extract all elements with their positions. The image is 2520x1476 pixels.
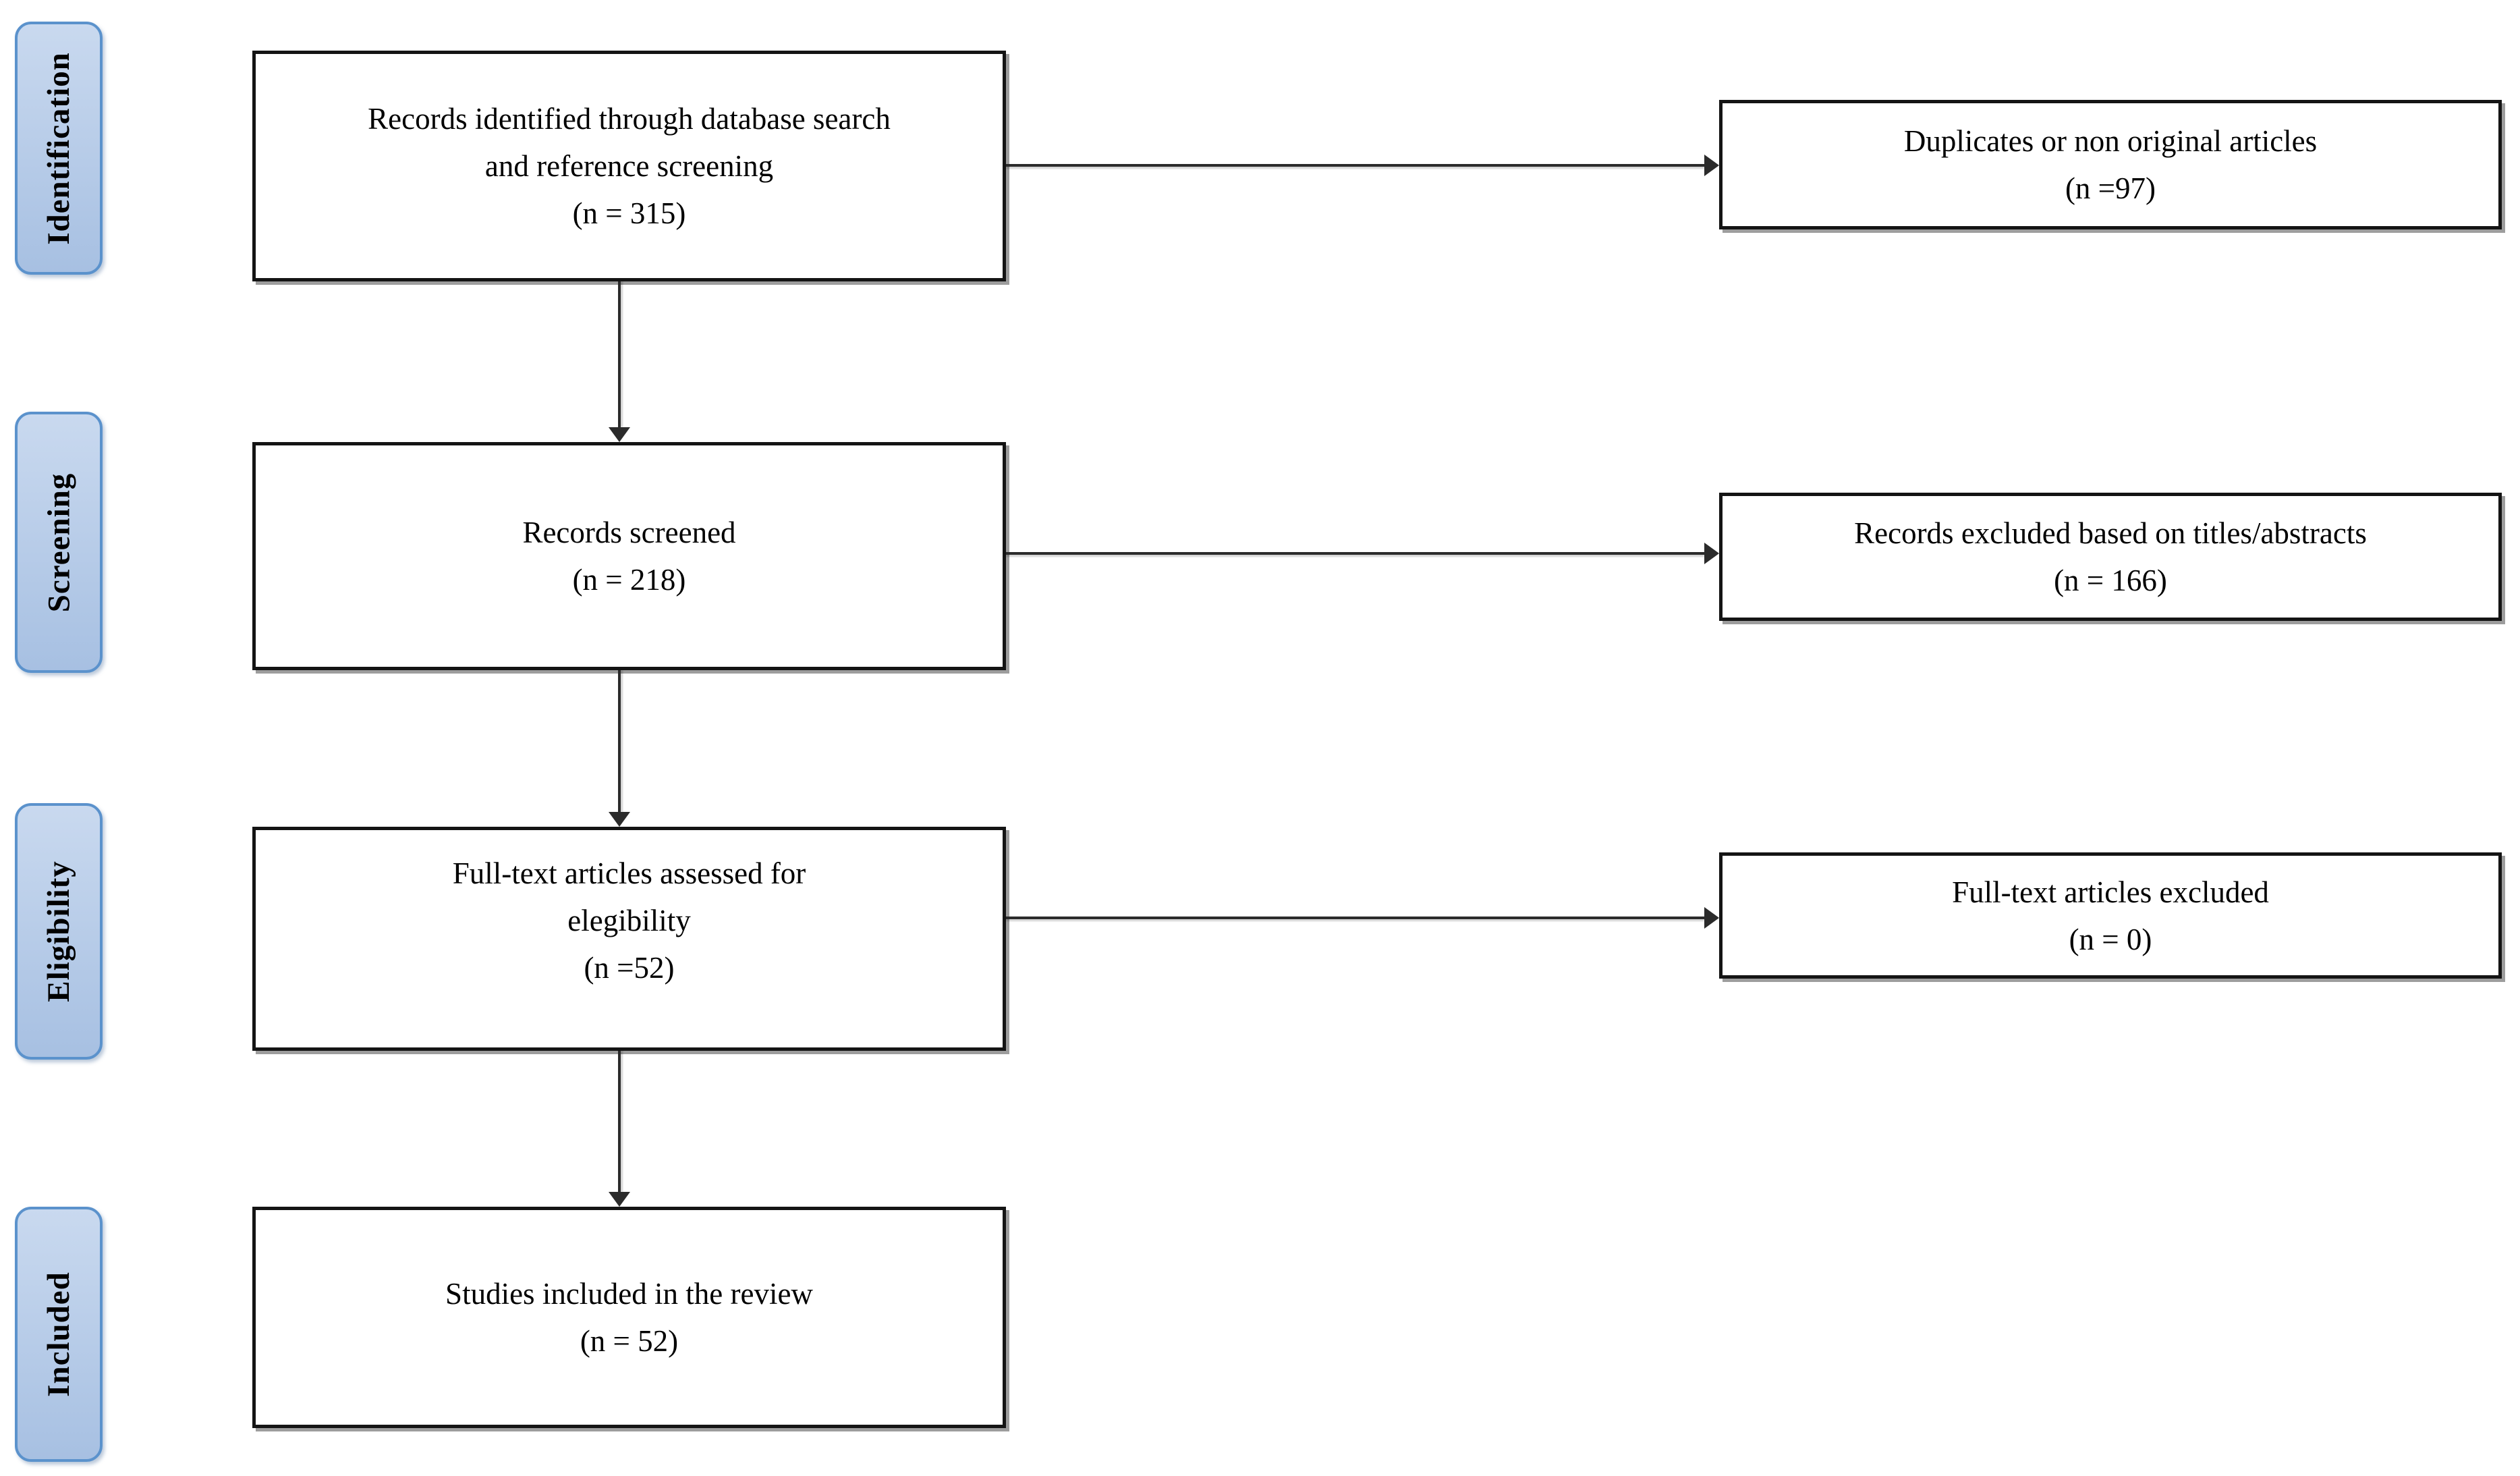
box-text-line: Records excluded based on titles/abstrac… <box>1854 516 2367 550</box>
box-text-line: Records screened <box>522 516 736 549</box>
box-count-line: (n = 315) <box>572 196 686 230</box>
box-text-line: Duplicates or non original articles <box>1903 124 2318 158</box>
box-records-screened: Records screened (n = 218) <box>252 442 1006 670</box>
box-text-line: elegibility <box>567 903 691 937</box>
box-records-identified: Records identified through database sear… <box>252 51 1006 281</box>
arrow-line <box>618 1051 621 1192</box>
arrow-right-icon <box>1704 155 1719 176</box>
box-count-line: (n = 218) <box>572 563 686 597</box>
stage-label-eligibility: Eligibility <box>15 803 103 1060</box>
box-count-line: (n = 52) <box>580 1324 679 1358</box>
arrow-down-icon <box>609 1192 630 1207</box>
arrow-right-icon <box>1704 543 1719 564</box>
box-count-line: (n =52) <box>584 950 675 985</box>
arrow-right-icon <box>1704 907 1719 929</box>
box-duplicates-removed: Duplicates or non original articles (n =… <box>1719 100 2502 229</box>
box-text-line: Records identified through database sear… <box>368 102 891 136</box>
arrow-line <box>618 670 621 812</box>
box-studies-included: Studies included in the review (n = 52) <box>252 1207 1006 1428</box>
stage-label-text: Included <box>41 1272 77 1397</box>
arrow-line <box>1006 552 1704 555</box>
arrow-line <box>618 281 621 427</box>
box-count-line: (n = 166) <box>2054 564 2167 597</box>
stage-label-identification: Identification <box>15 22 103 275</box>
arrow-down-icon <box>609 812 630 827</box>
stage-label-text: Identification <box>41 51 76 245</box>
box-fulltext-excluded: Full-text articles excluded (n = 0) <box>1719 852 2502 979</box>
stage-label-included: Included <box>15 1207 103 1462</box>
box-count-line: (n =97) <box>2065 171 2156 205</box>
stage-label-screening: Screening <box>15 412 103 673</box>
box-count-line: (n = 0) <box>2069 922 2152 956</box>
box-records-excluded: Records excluded based on titles/abstrac… <box>1719 493 2502 621</box>
stage-label-text: Eligibility <box>41 860 76 1002</box>
box-text-line: Full-text articles assessed for <box>452 856 806 890</box>
arrow-line <box>1006 917 1704 919</box>
box-text-line: Full-text articles excluded <box>1952 875 2269 909</box>
stage-label-text: Screening <box>41 472 77 612</box>
box-text-line: and reference screening <box>484 149 774 183</box>
box-text-line: Studies included in the review <box>445 1277 813 1311</box>
box-fulltext-assessed: Full-text articles assessed for elegibil… <box>252 827 1006 1051</box>
arrow-line <box>1006 164 1704 167</box>
arrow-down-icon <box>609 427 630 442</box>
